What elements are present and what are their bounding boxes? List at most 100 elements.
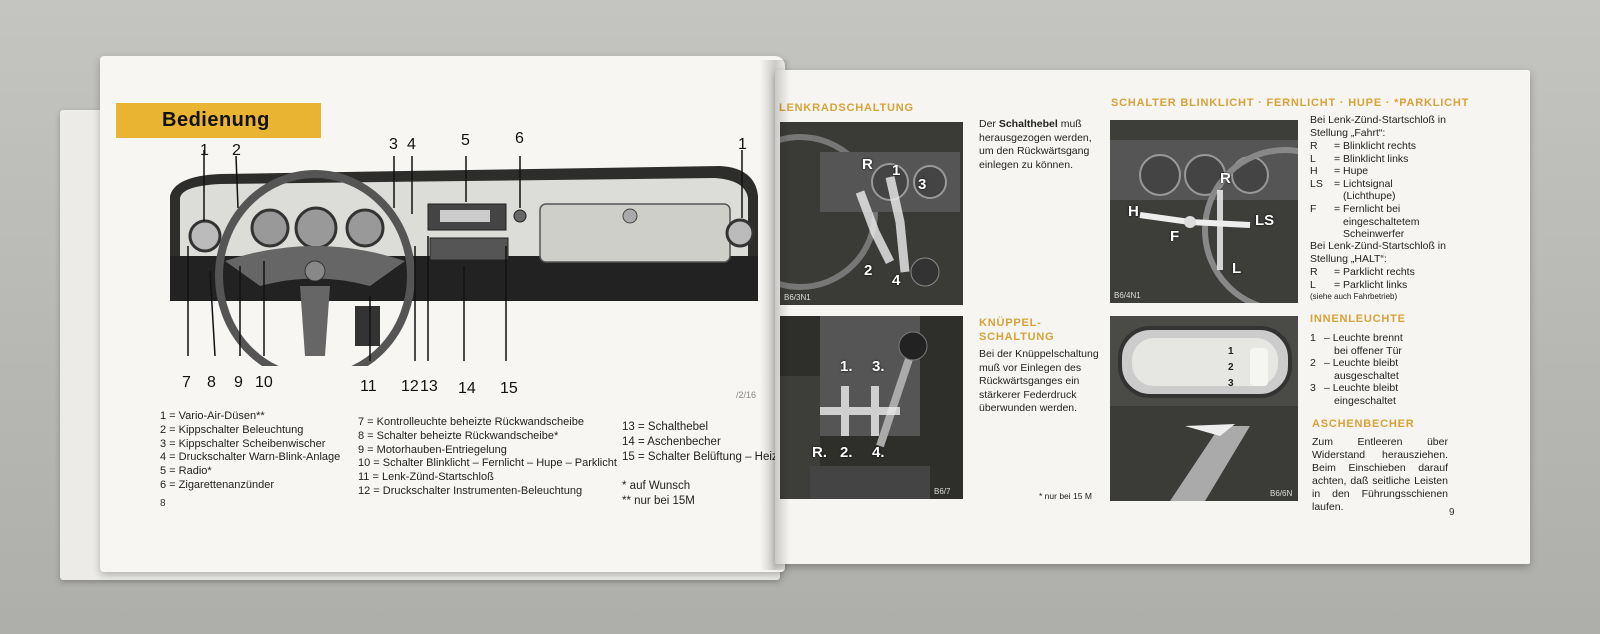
dashboard-illustration [170, 150, 758, 366]
heading-schalter: SCHALTER BLINKLICHT · FERNLICHT · HUPE ·… [1111, 97, 1470, 109]
list-item: LS= Lichtsignal [1310, 178, 1419, 191]
text-fragment: Der [979, 118, 999, 130]
item-value: eingeschaltetem [1343, 215, 1420, 228]
list-item: L= Blinklicht links [1310, 153, 1419, 166]
legend-item: 12 = Druckschalter Instrumenten-Beleucht… [358, 484, 583, 497]
diagram-number: 3 [389, 136, 398, 153]
list-item: 1– Leuchte brennt [1310, 332, 1403, 345]
heading-knueppelschaltung-2: SCHALTUNG [979, 331, 1055, 343]
switch-label: LS [1255, 212, 1275, 229]
schalter-list-halt: R= Parklicht rechts L = Parklicht links [1310, 266, 1415, 291]
diagram-number: 1 [200, 142, 209, 159]
legend-column-3: 13 = Schalthebel 14 = Aschenbecher 15 = … [622, 420, 785, 465]
page-number: 8 [160, 498, 166, 509]
schalter-intro-fahrt: Bei Lenk-Zünd-Startschloß in Stellung „F… [1310, 114, 1446, 139]
item-value: = Parklicht links [1334, 278, 1408, 291]
legend-item: 13 = Schalthebel [622, 421, 708, 433]
photo-floor-shift: 1. 3. R. 2. 4. B6/7 [780, 316, 963, 499]
item-value: = Blinklicht rechts [1334, 140, 1416, 152]
legend-item: 8 = Schalter beheizte Rückwandscheibe* [358, 429, 559, 442]
switch-label: R [1220, 170, 1231, 187]
book-gutter [760, 60, 790, 570]
diagram-number: 10 [255, 374, 273, 391]
footnote: * nur bei 15 M [1039, 491, 1092, 501]
gear-label: 1 [892, 162, 901, 179]
list-item: eingeschaltetem [1310, 216, 1419, 229]
item-key: L [1310, 152, 1316, 165]
gear-label: 1. [840, 358, 853, 375]
gear-label: R [862, 156, 873, 173]
item-value: – Leuchte bleibt [1324, 382, 1399, 395]
list-item: H= Hupe [1310, 165, 1419, 178]
list-item: L = Parklicht links [1310, 279, 1415, 292]
diagram-number: 9 [234, 374, 243, 391]
legend-item: 15 = Schalter Belüftung – Heizung [622, 451, 785, 463]
photo-light-switch: R H F LS L B6/4N1 [1110, 120, 1298, 303]
switch-label: H [1128, 203, 1139, 220]
item-value: – Leuchte bleibt [1324, 357, 1399, 370]
diagram-number: 7 [182, 374, 191, 391]
item-value: Scheinwerfer [1343, 228, 1405, 241]
list-item: (Lichthupe) [1310, 190, 1419, 203]
gear-label: 4 [892, 272, 901, 289]
heading-knueppelschaltung-1: KNÜPPEL- [979, 317, 1042, 329]
photo-code: B6/3N1 [784, 293, 811, 302]
diagram-number: 6 [515, 130, 524, 147]
gear-label: R. [812, 444, 827, 461]
diagram-number: 12 [401, 378, 419, 395]
item-key [1310, 190, 1334, 203]
diagram-number: 15 [500, 380, 518, 397]
text-bold: Schalthebel [998, 118, 1058, 130]
photo-code: B6/6N [1270, 489, 1293, 498]
schalter-intro-halt: Bei Lenk-Zünd-Startschloß in Stellung „H… [1310, 240, 1446, 265]
item-key [1310, 216, 1334, 229]
list-item: 2 – Leuchte bleibt [1310, 357, 1403, 370]
item-value: = Lichtsignal [1334, 177, 1393, 190]
list-item: F= Fernlicht bei [1310, 203, 1419, 216]
schalter-list-fahrt: R= Blinklicht rechts L= Blinklicht links… [1310, 140, 1419, 241]
item-key: F [1310, 202, 1317, 215]
legend-item: 5 = Radio* [160, 465, 212, 478]
item-value: eingeschaltet [1334, 394, 1396, 407]
aschen-text: Zum Entleeren über Widerstand herauszieh… [1312, 436, 1448, 513]
legend-item: 7 = Kontrolleuchte beheizte Rückwandsche… [358, 416, 584, 428]
legend-item: 4 = Druckschalter Warn-Blink-Anlage [160, 451, 341, 464]
diagram-number: 8 [207, 374, 216, 391]
list-item: R= Parklicht rechts [1310, 266, 1415, 279]
item-key: L [1310, 278, 1316, 291]
gear-label: 2. [840, 444, 853, 461]
legend-item: 3 = Kippschalter Scheibenwischer [160, 437, 326, 450]
diagram-number: 5 [461, 132, 470, 149]
photo-steering-column-shift: R 1 3 2 4 B6/3N1 [780, 122, 963, 305]
gear-label: 2 [864, 262, 873, 279]
photo-code: B6/4N1 [1114, 291, 1141, 300]
text-fragment: muß herausgezogen werden, um den Rückwär… [979, 118, 1092, 171]
light-position-label: 2 [1228, 362, 1234, 373]
item-key: 2 [1310, 357, 1316, 370]
gear-label: 3. [872, 358, 885, 375]
diagram-number: 1 [738, 136, 747, 153]
item-key [1310, 395, 1324, 408]
legend-item: 2 = Kippschalter Beleuchtung [160, 423, 304, 436]
footnote: ** nur bei 15M [622, 495, 695, 507]
right-page: LENKRADSCHALTUNG R 1 3 2 4 B6/3N1 Der Sc… [775, 70, 1530, 564]
legend-item: 11 = Lenk-Zünd-Startschloß [358, 471, 494, 484]
section-title: Bedienung [116, 103, 321, 138]
item-key: 3 [1310, 382, 1316, 395]
item-value: – Leuchte brennt [1324, 332, 1403, 344]
legend-column-2: 7 = Kontrolleuchte beheizte Rückwandsche… [358, 416, 617, 499]
footnote: * auf Wunsch [622, 480, 691, 492]
legend-item: 9 = Motorhauben-Entriegelung [358, 443, 507, 456]
heading-innenleuchte: INNENLEUCHTE [1310, 313, 1406, 325]
list-item: 3 – Leuchte bleibt [1310, 382, 1403, 395]
footnotes: * auf Wunsch ** nur bei 15M [622, 479, 695, 509]
item-key: R [1310, 266, 1318, 278]
innen-list: 1– Leuchte brennt bei offener Tür 2 – Leu… [1310, 332, 1403, 408]
diagram-number: 11 [360, 378, 377, 395]
photo-interior-light: 1 2 3 B6/6N [1110, 316, 1298, 501]
list-item: Scheinwerfer [1310, 228, 1419, 241]
light-position-label: 3 [1228, 378, 1234, 389]
heading-lenkradschaltung: LENKRADSCHALTUNG [779, 102, 914, 114]
diagram-number: 4 [407, 136, 416, 153]
list-item: bei offener Tür [1310, 345, 1403, 358]
